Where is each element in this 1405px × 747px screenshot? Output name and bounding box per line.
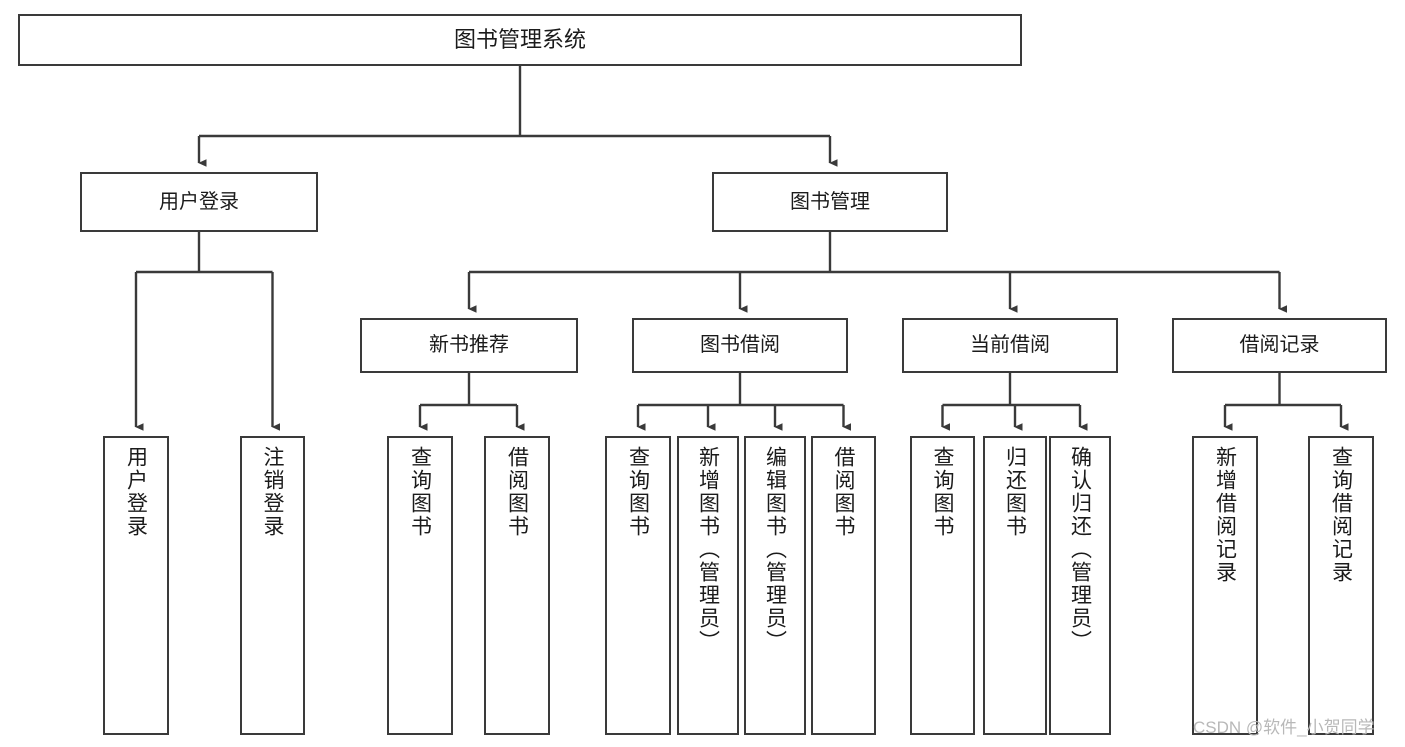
node-label: 新书推荐 xyxy=(429,334,509,356)
node-label: 图书管理 xyxy=(790,190,870,213)
node-f6[interactable]: 新增图书（管理员） xyxy=(677,436,739,735)
node-l3-2[interactable]: 图书借阅 xyxy=(632,318,848,373)
node-f13[interactable]: 查询借阅记录 xyxy=(1308,436,1374,735)
node-root[interactable]: 图书管理系统 xyxy=(18,14,1022,66)
node-f8[interactable]: 借阅图书 xyxy=(811,436,876,735)
node-label: 查询图书 xyxy=(931,446,954,538)
node-label: 当前借阅 xyxy=(970,334,1050,356)
node-f4[interactable]: 借阅图书 xyxy=(484,436,550,735)
node-label: 查询图书 xyxy=(408,446,432,538)
node-label: 借阅图书 xyxy=(832,446,855,538)
node-label: 图书借阅 xyxy=(700,334,780,356)
node-label: 新增图书（管理员） xyxy=(696,446,720,653)
node-l2-1[interactable]: 用户登录 xyxy=(80,172,318,232)
node-label: 图书管理系统 xyxy=(453,27,586,53)
node-f12[interactable]: 新增借阅记录 xyxy=(1192,436,1258,735)
node-label: 用户登录 xyxy=(159,190,239,213)
node-label: 新增借阅记录 xyxy=(1213,446,1237,584)
node-f3[interactable]: 查询图书 xyxy=(387,436,453,735)
node-label: 编辑图书（管理员） xyxy=(763,446,787,653)
node-label: 确认归还（管理员） xyxy=(1068,446,1092,653)
node-l3-1[interactable]: 新书推荐 xyxy=(360,318,578,373)
node-label: 用户登录 xyxy=(124,446,148,538)
node-label: 查询借阅记录 xyxy=(1329,446,1353,584)
node-f2[interactable]: 注销登录 xyxy=(240,436,305,735)
node-l3-4[interactable]: 借阅记录 xyxy=(1172,318,1387,373)
node-f10[interactable]: 归还图书 xyxy=(983,436,1047,735)
node-f7[interactable]: 编辑图书（管理员） xyxy=(744,436,806,735)
node-label: 借阅记录 xyxy=(1239,334,1320,356)
node-f5[interactable]: 查询图书 xyxy=(605,436,671,735)
node-label: 借阅图书 xyxy=(505,446,529,538)
node-f9[interactable]: 查询图书 xyxy=(910,436,975,735)
node-label: 查询图书 xyxy=(626,446,650,538)
node-f1[interactable]: 用户登录 xyxy=(103,436,169,735)
node-label: 归还图书 xyxy=(1003,446,1027,538)
watermark: CSDN @软件_小贺同学 xyxy=(1193,718,1375,737)
node-l3-3[interactable]: 当前借阅 xyxy=(902,318,1118,373)
node-l2-2[interactable]: 图书管理 xyxy=(712,172,948,232)
node-label: 注销登录 xyxy=(261,446,284,538)
node-f11[interactable]: 确认归还（管理员） xyxy=(1049,436,1111,735)
